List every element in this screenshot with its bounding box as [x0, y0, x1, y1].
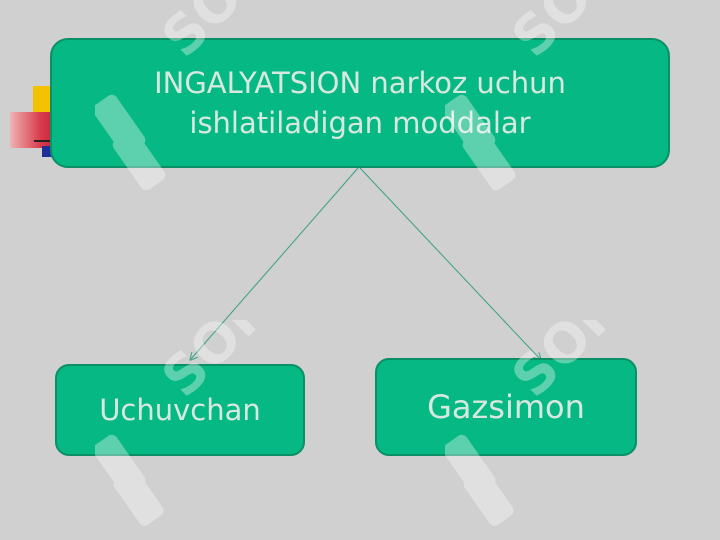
decor-red-square: [10, 112, 54, 148]
decor-blue-square: [42, 146, 56, 157]
root-node: INGALYATSION narkoz uchun ishlatiladigan…: [50, 38, 670, 168]
child-node-label: Gazsimon: [427, 388, 585, 426]
child-node-gazsimon: Gazsimon: [375, 358, 637, 456]
connector-root-to-uchuvchan: [191, 167, 359, 359]
child-node-uchuvchan: Uchuvchan: [55, 364, 305, 456]
decor-line: [34, 140, 56, 142]
root-node-label: INGALYATSION narkoz uchun ishlatiladigan…: [154, 66, 566, 140]
child-node-label: Uchuvchan: [99, 393, 261, 427]
connector-root-to-gazsimon: [359, 167, 540, 359]
